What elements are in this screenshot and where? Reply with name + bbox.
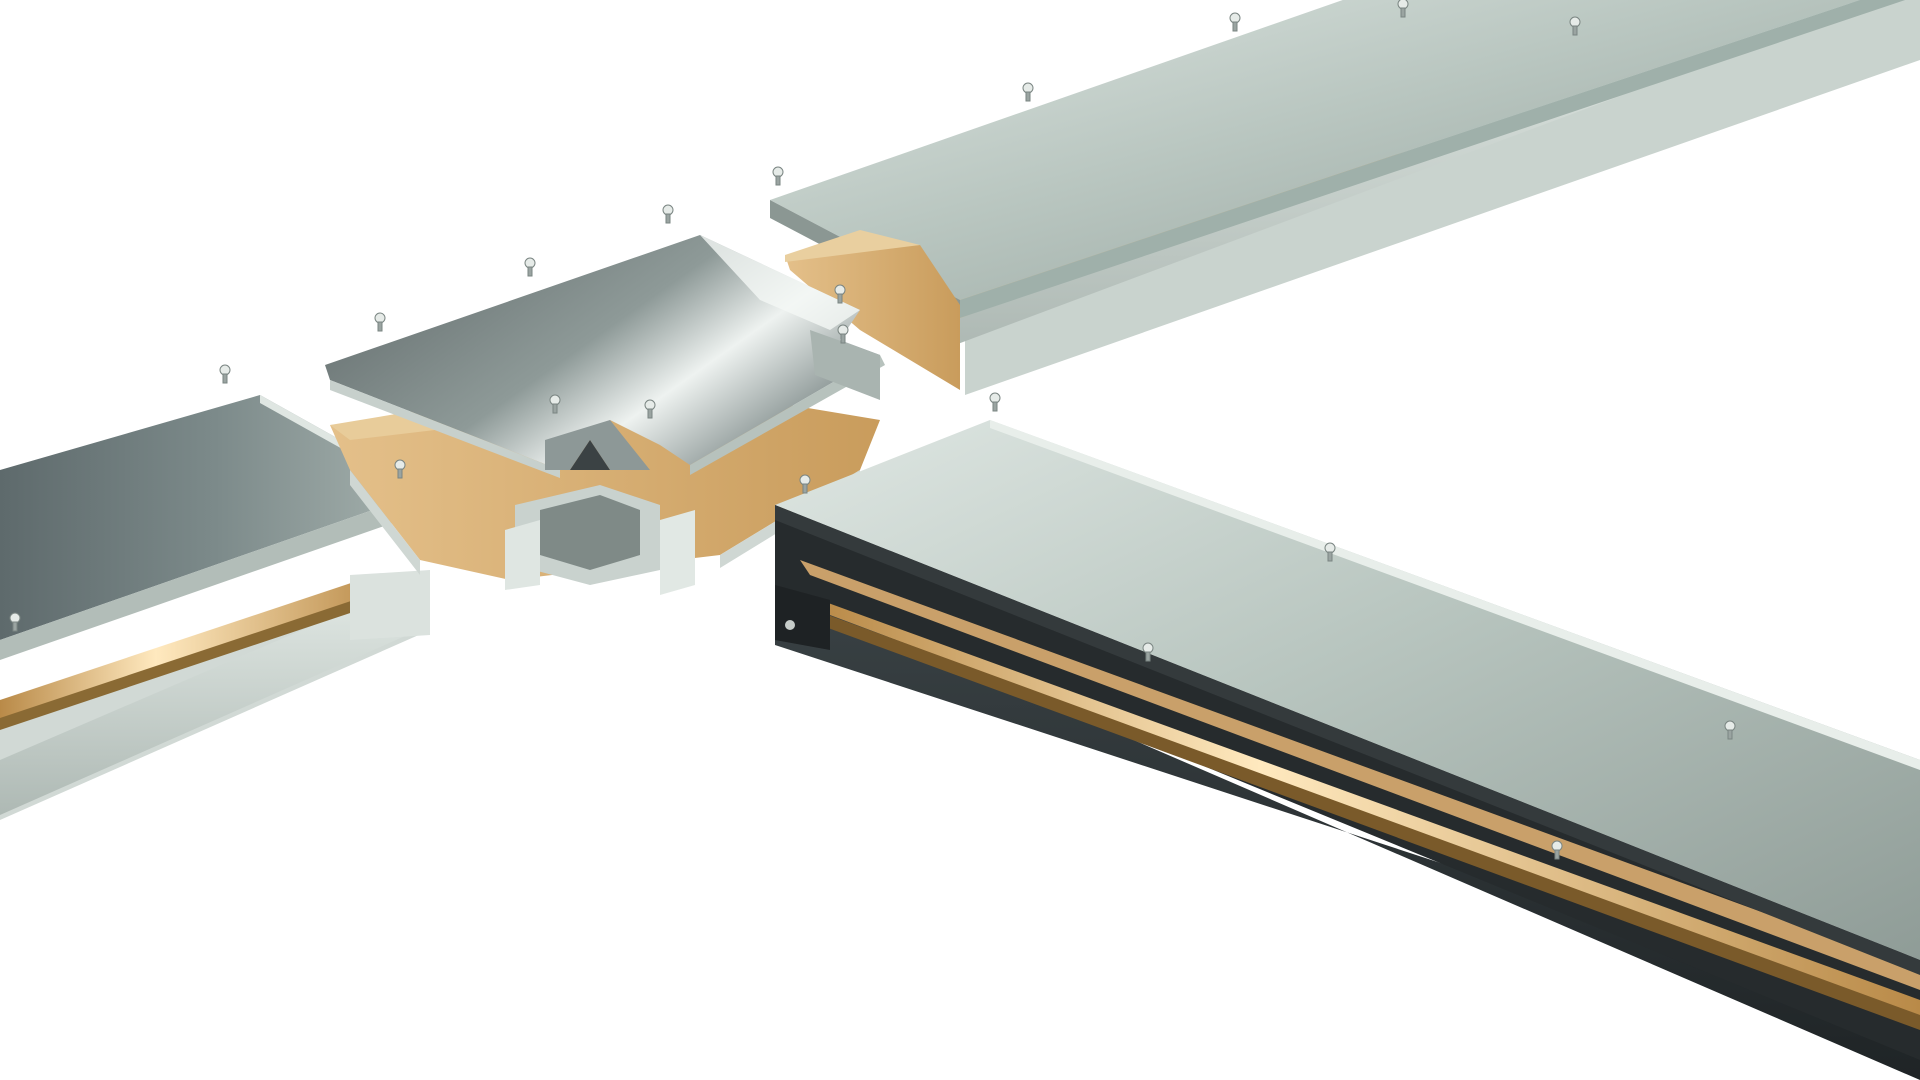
screw-icon [834, 284, 846, 304]
lower-right-duct [775, 420, 1920, 1080]
screw-icon [1229, 12, 1241, 32]
screw-icon [549, 394, 561, 414]
upper-right-duct [770, 0, 1920, 395]
screw-icon [1022, 82, 1034, 102]
screw-icon [9, 612, 21, 632]
screw-icon [837, 324, 849, 344]
screw-icon [219, 364, 231, 384]
screw-icon [1724, 720, 1736, 740]
screw-icon [772, 166, 784, 186]
screw-icon [394, 459, 406, 479]
screws [9, 0, 1736, 860]
screw-icon [989, 392, 1001, 412]
left-duct [0, 395, 430, 820]
screw-icon [662, 204, 674, 224]
screw-icon [644, 399, 656, 419]
screw-icon [374, 312, 386, 332]
screw-icon [1397, 0, 1409, 18]
screw-icon [1142, 642, 1154, 662]
screw-icon [524, 257, 536, 277]
screw-icon [1551, 840, 1563, 860]
screw-icon [1324, 542, 1336, 562]
screw-icon [799, 474, 811, 494]
screw-icon [1569, 16, 1581, 36]
